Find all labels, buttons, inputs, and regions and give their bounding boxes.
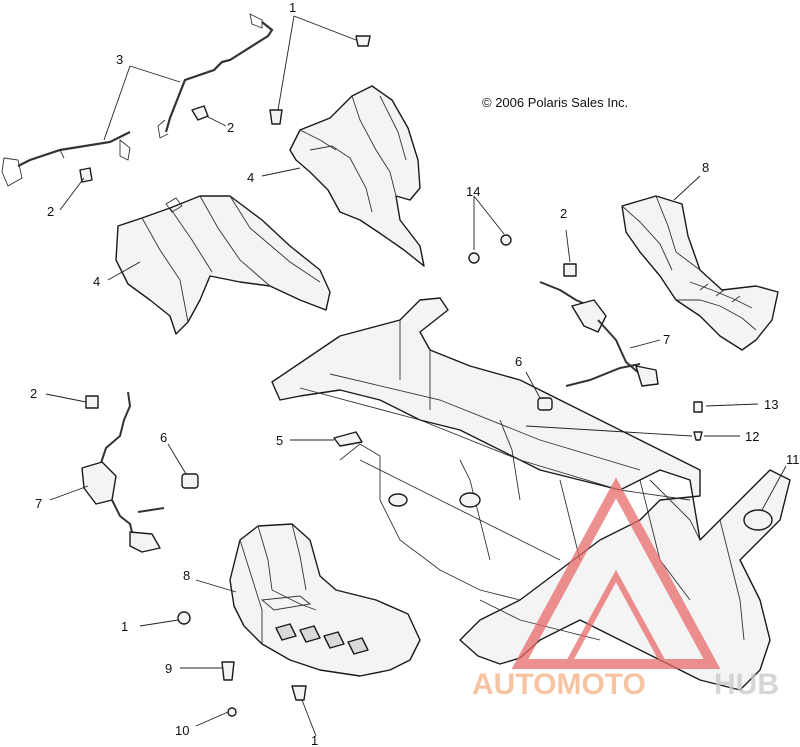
callout-2-right: 2 — [560, 206, 567, 221]
callout-4-lower: 4 — [93, 274, 100, 289]
bushing-6-left — [181, 473, 199, 489]
callout-6-left: 6 — [160, 430, 167, 445]
callout-6-right: 6 — [515, 354, 522, 369]
callout-10: 10 — [175, 723, 189, 738]
callout-1-top: 1 — [289, 0, 296, 15]
fastener-1-bottom — [291, 685, 307, 701]
callout-13: 13 — [764, 397, 778, 412]
part-3-bracket — [1, 13, 274, 187]
leader-lines — [45, 15, 787, 737]
part-7-left-bracket — [81, 391, 165, 553]
label-5 — [333, 431, 363, 447]
callout-labels: 1 2 2 2 2 3 4 4 5 6 6 7 7 8 8 9 10 11 12… — [30, 0, 800, 747]
watermark-logo: AUTOMOTO HUB — [472, 477, 779, 701]
callout-2-mid-left: 2 — [30, 386, 37, 401]
part-8-lower-footwell — [229, 523, 421, 677]
callout-7-right: 7 — [663, 332, 670, 347]
grommet-14b — [500, 234, 512, 246]
callout-14: 14 — [466, 184, 480, 199]
callout-7-left: 7 — [35, 496, 42, 511]
fastener-1-bottom-left — [177, 611, 191, 625]
watermark-text-right: HUB — [714, 668, 779, 701]
grommet-14a — [468, 252, 480, 264]
callout-8-lower: 8 — [183, 568, 190, 583]
pin-9 — [221, 661, 235, 681]
callout-4-upper: 4 — [247, 170, 254, 185]
clip-2-right — [563, 263, 577, 277]
clip-2-top — [191, 105, 209, 121]
callout-11: 11 — [786, 452, 800, 467]
callout-8-upper: 8 — [702, 160, 709, 175]
callout-1-bottom-left: 1 — [121, 619, 128, 634]
callout-3: 3 — [116, 52, 123, 67]
callout-12: 12 — [745, 429, 759, 444]
callout-5: 5 — [276, 433, 283, 448]
part-8-upper-footwell — [621, 195, 779, 351]
fastener-1-mid — [269, 109, 283, 125]
part-4-upper-guard — [289, 85, 425, 267]
part-4-lower-guard — [115, 195, 331, 335]
callout-2-left: 2 — [47, 204, 54, 219]
part-13 — [693, 401, 703, 413]
clip-2-left — [79, 167, 93, 183]
fastener-1-top — [355, 35, 371, 47]
part-7-right-bracket — [539, 281, 659, 387]
nut-10 — [227, 707, 237, 717]
copyright-text: © 2006 Polaris Sales Inc. — [482, 95, 628, 110]
bushing-6-right — [537, 397, 553, 411]
callout-9: 9 — [165, 661, 172, 676]
main-frame — [271, 297, 791, 691]
watermark-text-left: AUTOMOTO — [472, 668, 646, 701]
clip-2-mid-left — [85, 395, 99, 409]
callout-2-top: 2 — [227, 120, 234, 135]
callout-1-bottom: 1 — [311, 733, 318, 747]
part-12 — [693, 431, 703, 441]
